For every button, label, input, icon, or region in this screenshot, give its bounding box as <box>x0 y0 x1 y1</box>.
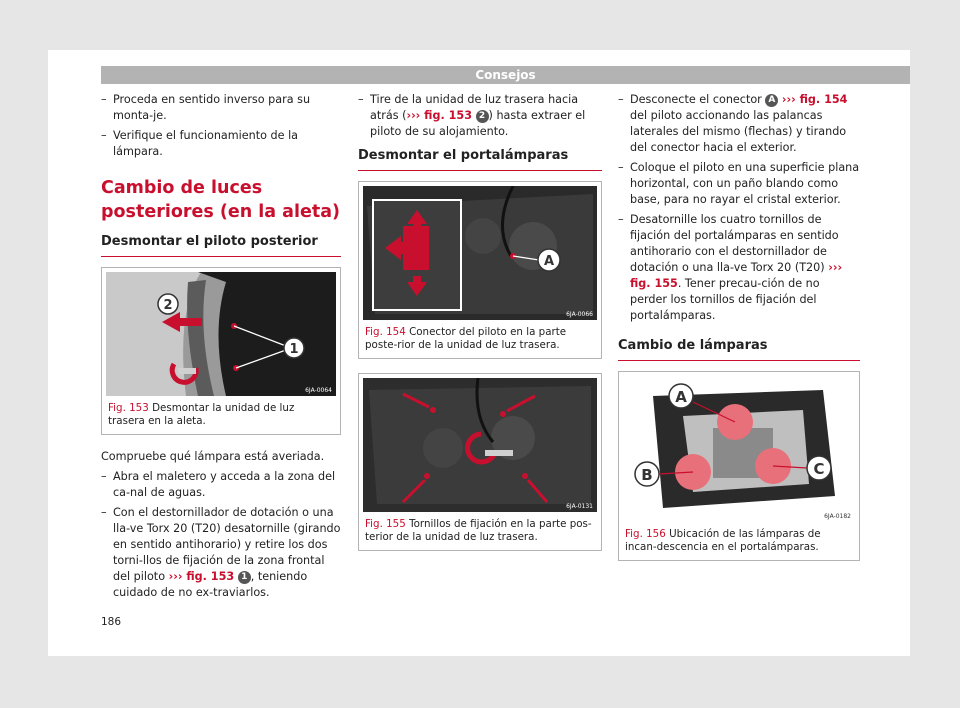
page-number: 186 <box>101 616 122 628</box>
column-1: Proceda en sentido inverso para su monta… <box>101 92 341 605</box>
figure-label: Fig. 153 <box>108 402 149 414</box>
figure-label: Fig. 155 <box>365 518 406 530</box>
caption-text: Ubicación de las lámparas de incan-desce… <box>625 528 821 553</box>
column-3: Desconecte el conector A ››› fig. 154 de… <box>618 92 860 575</box>
section-header: Consejos <box>101 66 910 84</box>
manual-page: Consejos Proceda en sentido inverso para… <box>48 50 910 656</box>
caption-text: Desmontar la unidad de luz trasera en la… <box>108 402 295 427</box>
figure-link[interactable]: ››› fig. 155 <box>630 261 843 290</box>
figure-155-caption: Fig. 155 Tornillos de fijación en la par… <box>363 518 597 544</box>
figure-153-caption: Fig. 153 Desmontar la unidad de luz tras… <box>106 402 336 428</box>
figure-link[interactable]: ››› fig. 153 <box>168 570 235 583</box>
caption-text: Tornillos de fijación en la parte pos-te… <box>365 518 592 543</box>
callout-badge: 2 <box>475 110 489 123</box>
subheading-lamp-holder: Desmontar el portalámparas <box>358 148 602 171</box>
step-text: Tire de la unidad de luz trasera hacia a… <box>370 93 579 122</box>
figure-link[interactable]: ››› fig. 153 <box>406 109 472 122</box>
figure-153: 2 1 6JA-0064 Fig. 153 Desmontar la unida… <box>101 267 341 435</box>
step-text: Desatornille los cuatro tornillos de fij… <box>630 213 839 274</box>
step-unscrew: Con el destornillador de dotación o una … <box>101 505 341 601</box>
step-text-end: del piloto accionando las palancas later… <box>630 109 847 154</box>
connector-illustration: A 6JA-0066 <box>363 186 597 320</box>
lamp-holder-illustration: A B C 6JA-0182 <box>623 376 855 522</box>
figure-154: A 6JA-0066 Fig. 154 Conector del piloto … <box>358 181 602 359</box>
step-text: Desconecte el conector <box>630 93 762 106</box>
step-verify: Verifique el funcionamiento de la lámpar… <box>101 128 341 160</box>
step-text-end: , teniendo cuidado de no ex-traviarlos. <box>113 570 308 599</box>
step-reassemble: Proceda en sentido inverso para su monta… <box>101 92 341 124</box>
callout-badge: A <box>765 94 779 107</box>
label-a: A <box>675 388 687 406</box>
column-2: Tire de la unidad de luz trasera hacia a… <box>358 92 602 565</box>
callout-a: A <box>544 254 554 269</box>
subheading-lamp-change: Cambio de lámparas <box>618 338 860 361</box>
figure-label: Fig. 156 <box>625 528 666 540</box>
fixing-screws-illustration: 6JA-0131 <box>363 378 597 512</box>
section-heading: Cambio de luces posteriores (en la aleta… <box>101 178 341 222</box>
figure-154-caption: Fig. 154 Conector del piloto en la parte… <box>363 326 597 352</box>
figure-156-caption: Fig. 156 Ubicación de las lámparas de in… <box>623 528 855 554</box>
figure-156: A B C 6JA-0182 Fig. 156 Ubicación de las… <box>618 371 860 561</box>
callout-2: 2 <box>163 298 172 313</box>
figure-code: 6JA-0066 <box>566 311 593 318</box>
figure-code: 6JA-0064 <box>305 387 332 394</box>
step-text: Con el destornillador de dotación o una … <box>113 506 341 583</box>
step-unscrew-holder: Desatornille los cuatro tornillos de fij… <box>618 212 860 324</box>
label-b: B <box>641 466 652 484</box>
step-pull-light: Tire de la unidad de luz trasera hacia a… <box>358 92 602 140</box>
callout-badge: 1 <box>237 571 251 584</box>
step-text-end: ) hasta extraer el piloto de su alojamie… <box>370 109 586 138</box>
step-open-trunk: Abra el maletero y acceda a la zona del … <box>101 469 341 501</box>
step-place-light: Coloque el piloto en una superficie plan… <box>618 160 860 208</box>
figure-155: 6JA-0131 Fig. 155 Tornillos de fijación … <box>358 373 602 551</box>
rear-light-removal-illustration: 2 1 6JA-0064 <box>106 272 336 396</box>
figure-link[interactable]: ››› fig. 154 <box>781 93 848 106</box>
subheading-rear-light: Desmontar el piloto posterior <box>101 234 341 257</box>
figure-code: 6JA-0131 <box>566 503 593 510</box>
figure-code: 6JA-0182 <box>824 513 851 520</box>
step-text-end: . Tener precau-ción de no perder los tor… <box>630 277 820 322</box>
label-c: C <box>813 460 824 478</box>
step-disconnect: Desconecte el conector A ››› fig. 154 de… <box>618 92 860 156</box>
intro-text: Compruebe qué lámpara está averiada. <box>101 450 325 463</box>
callout-1: 1 <box>289 342 298 357</box>
figure-label: Fig. 154 <box>365 326 406 338</box>
caption-text: Conector del piloto en la parte poste-ri… <box>365 326 567 351</box>
